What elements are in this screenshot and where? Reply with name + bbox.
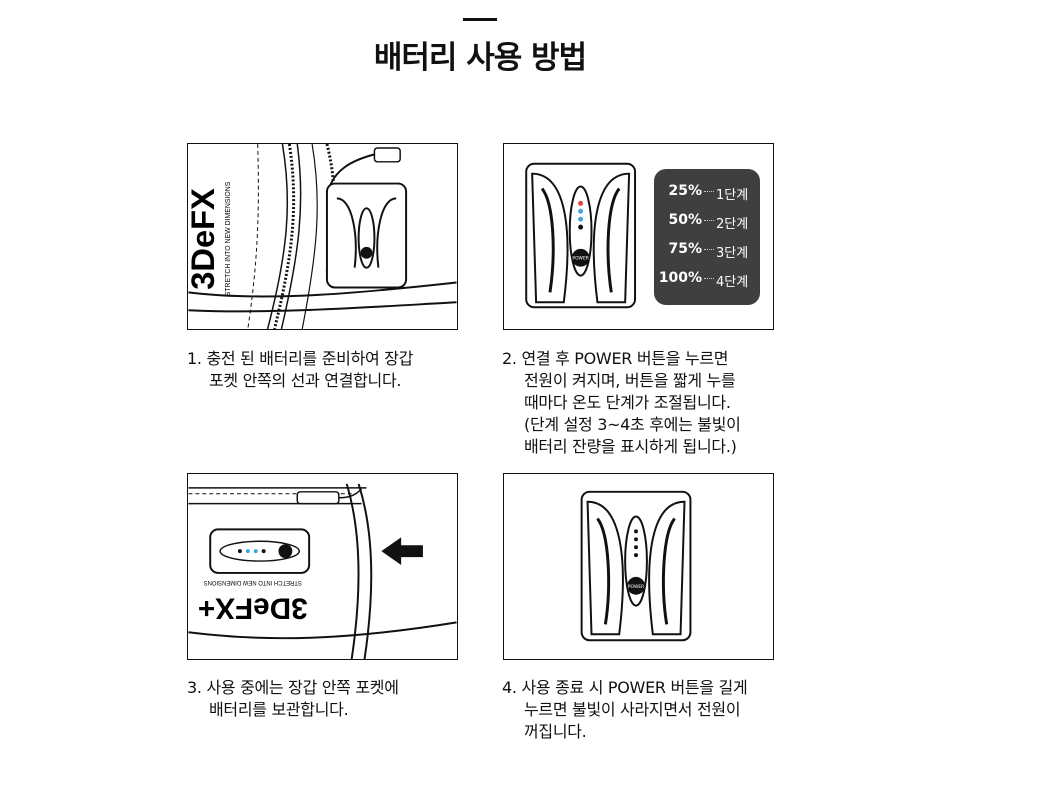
caption-line: (단계 설정 3~4초 후에는 불빛이 — [524, 415, 741, 434]
brand-tagline: STRETCH INTO NEW DIMENSIONS — [225, 181, 232, 296]
level-row: 75% 3단계 — [654, 239, 760, 261]
step1-caption: 1. 충전 된 배터리를 준비하여 장갑 포켓 안쪽의 선과 연결합니다. — [187, 348, 413, 392]
step4-illustration: POWER — [503, 473, 774, 660]
step3-caption: 3. 사용 중에는 장갑 안쪽 포켓에 배터리를 보관합니다. — [187, 677, 399, 721]
caption-line: 때마다 온도 단계가 조절됩니다. — [524, 393, 731, 412]
step1-illustration: 3DeFX STRETCH INTO NEW DIMENSIONS — [187, 143, 458, 330]
power-button-label: POWER — [628, 584, 644, 590]
brand-logo: 3DeFX+ — [198, 592, 308, 625]
step4-caption: 4. 사용 종료 시 POWER 버튼을 길게 누르면 불빛이 사라지면서 전원… — [502, 677, 748, 743]
step2-caption: 2. 연결 후 POWER 버튼을 누르면 전원이 켜지며, 버튼을 짧게 누를… — [502, 348, 741, 458]
caption-line: 1. 충전 된 배터리를 준비하여 장갑 — [187, 349, 414, 368]
step2-illustration: POWER 25% 1단계 50% 2단계 75% 3단계 100% 4단계 — [503, 143, 774, 330]
caption-line: 배터리를 보관합니다. — [209, 700, 349, 719]
caption-line: 3. 사용 중에는 장갑 안쪽 포켓에 — [187, 678, 399, 697]
level-row: 100% 4단계 — [654, 268, 760, 290]
page-title: 배터리 사용 방법 — [373, 40, 587, 76]
caption-line: 2. 연결 후 POWER 버튼을 누르면 — [502, 349, 729, 368]
level-row: 50% 2단계 — [654, 210, 760, 232]
step3-illustration: 3DeFX+ STRETCH INTO NEW DIMENSIONS — [187, 473, 458, 660]
caption-line: 전원이 켜지며, 버튼을 짧게 누를 — [524, 371, 736, 390]
caption-line: 누르면 불빛이 사라지면서 전원이 — [524, 700, 741, 719]
title-decoration-bar — [463, 18, 497, 21]
level-step: 2단계 — [716, 217, 749, 232]
brand-tagline: STRETCH INTO NEW DIMENSIONS — [204, 579, 302, 585]
level-percent: 25% — [668, 183, 702, 199]
step2-drawing: POWER — [525, 162, 637, 309]
step3-drawing: 3DeFX+ STRETCH INTO NEW DIMENSIONS — [188, 483, 457, 659]
caption-line: 배터리 잔량을 표시하게 됩니다.) — [524, 437, 737, 456]
caption-line: 꺼집니다. — [524, 722, 587, 741]
power-button-label: POWER — [572, 256, 588, 262]
level-percent: 75% — [668, 241, 702, 257]
brand-logo: 3DeFX — [188, 188, 221, 290]
caption-line: 4. 사용 종료 시 POWER 버튼을 길게 — [502, 678, 748, 697]
level-step: 3단계 — [716, 246, 749, 261]
temperature-level-legend: 25% 1단계 50% 2단계 75% 3단계 100% 4단계 — [654, 169, 760, 305]
caption-line: 포켓 안쪽의 선과 연결합니다. — [209, 371, 402, 390]
step4-drawing: POWER — [580, 490, 692, 642]
level-step: 4단계 — [716, 275, 749, 290]
step1-drawing: 3DeFX STRETCH INTO NEW DIMENSIONS — [188, 144, 457, 329]
level-row: 25% 1단계 — [654, 181, 760, 203]
level-percent: 50% — [668, 212, 702, 228]
level-percent: 100% — [658, 270, 702, 286]
level-step: 1단계 — [716, 188, 749, 203]
